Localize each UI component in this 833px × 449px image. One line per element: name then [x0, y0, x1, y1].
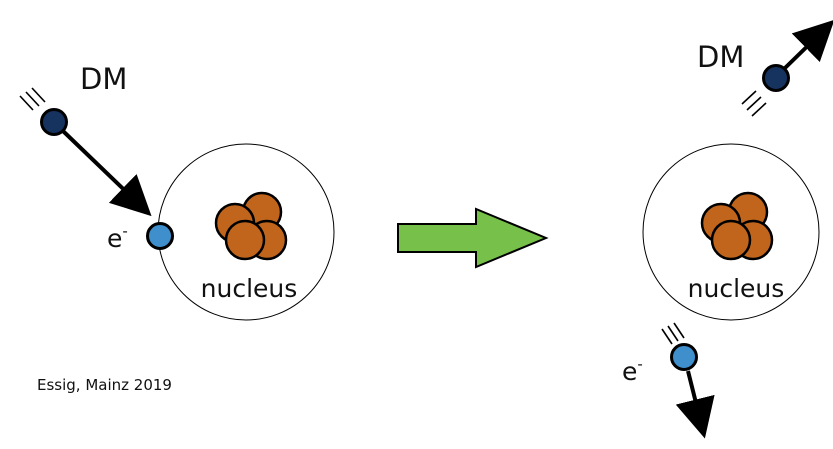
before-panel: DM nucleus e- Essig, Mainz 2019: [19, 62, 335, 394]
electron-label-after: e-: [622, 355, 643, 386]
dm-particle-before: [40, 108, 68, 136]
electron-after: [670, 343, 698, 371]
electron-before: [146, 222, 174, 250]
nucleus-before: [214, 191, 288, 261]
dm-outgoing-arrow: [783, 19, 833, 70]
atom-boundary-after: [642, 143, 820, 321]
after-panel: DM nucleus e-: [622, 19, 833, 439]
credit-text: Essig, Mainz 2019: [37, 376, 172, 394]
motion-lines-icon: [19, 87, 46, 111]
electron-outgoing-arrow: [675, 370, 715, 439]
dm-particle-after: [762, 64, 790, 92]
right-arrow-icon: [397, 207, 549, 269]
nucleus-after: [700, 191, 774, 261]
dm-label-before: DM: [80, 62, 127, 96]
dm-label-after: DM: [697, 40, 744, 74]
electron-label-before: e-: [107, 222, 128, 253]
motion-lines-icon: [661, 322, 685, 345]
nucleus-label-before: nucleus: [201, 274, 298, 303]
dm-incoming-arrow: [61, 129, 152, 217]
nucleus-label-after: nucleus: [688, 274, 785, 303]
motion-lines-icon: [741, 90, 767, 117]
